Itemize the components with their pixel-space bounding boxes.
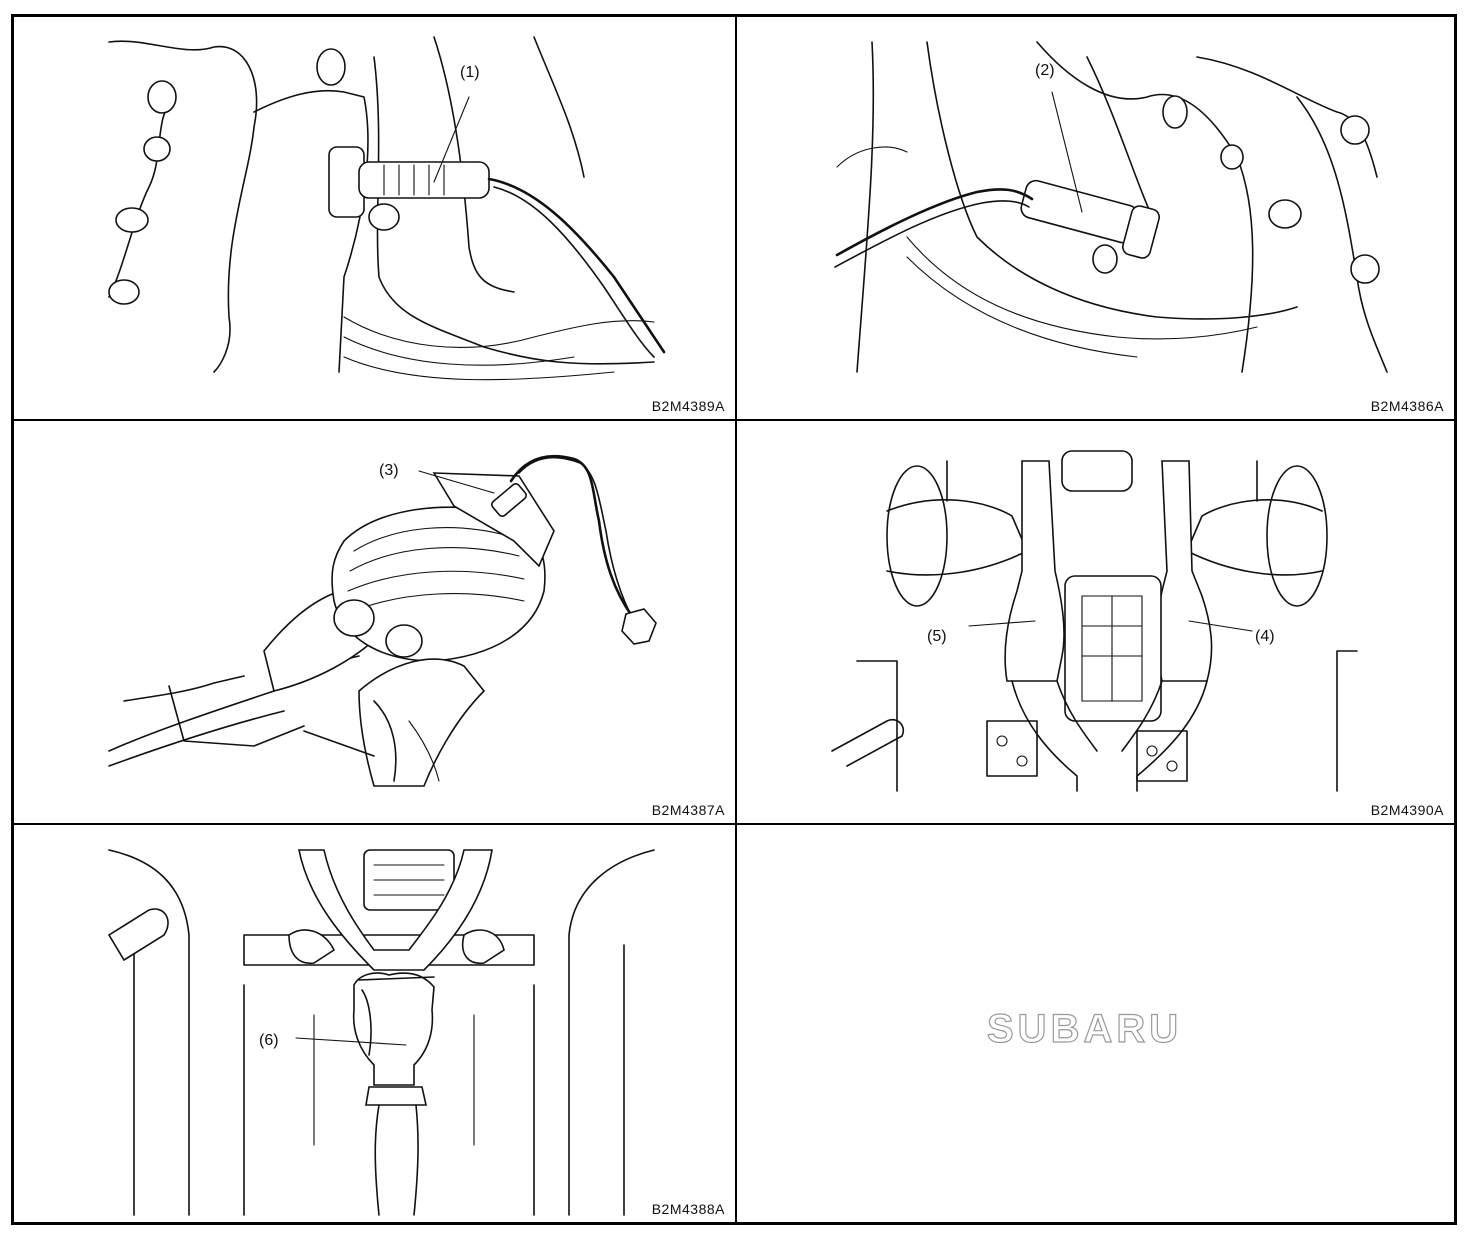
panel-5-figure-code: B2M4388A — [651, 1201, 725, 1217]
panel-1-illustration: (1) — [108, 36, 666, 381]
callout-3: (3) — [379, 462, 399, 479]
panel-6-blank: SUBARU — [737, 825, 1454, 1222]
horizontal-divider-1 — [14, 419, 1454, 421]
callout-2: (2) — [1035, 62, 1055, 79]
panel-2-figure-code: B2M4386A — [1370, 398, 1444, 414]
panel-2-illustration: (2) — [834, 41, 1388, 373]
subaru-watermark: SUBARU — [986, 1006, 1183, 1051]
panel-3-rear-oxygen-sensor: (3) B2M4387A — [14, 421, 735, 823]
callout-1: (1) — [460, 64, 480, 81]
callout-5: (5) — [927, 628, 947, 645]
panel-1-oxygen-sensor-front-left: (1) B2M4389A — [14, 17, 735, 419]
diagram-sheet: (1) B2M4389A (2) B2M4 — [11, 14, 1457, 1225]
panel-3-figure-code: B2M4387A — [651, 802, 725, 818]
panel-4-front-catalytic-converters: (5) (4) B2M4390A — [737, 421, 1454, 823]
callout-6: (6) — [259, 1032, 279, 1049]
horizontal-divider-2 — [14, 823, 1454, 825]
panel-1-figure-code: B2M4389A — [651, 398, 725, 414]
panel-5-illustration: (6) — [107, 849, 655, 1216]
panel-5-rear-catalytic-converter: (6) B2M4388A — [14, 825, 735, 1222]
panel-4-illustration: (5) (4) — [831, 450, 1358, 792]
panel-4-figure-code: B2M4390A — [1370, 802, 1444, 818]
callout-4: (4) — [1255, 628, 1275, 645]
panel-3-illustration: (3) — [108, 454, 657, 787]
panel-2-oxygen-sensor-front-right: (2) B2M4386A — [737, 17, 1454, 419]
vertical-divider — [735, 17, 737, 1222]
